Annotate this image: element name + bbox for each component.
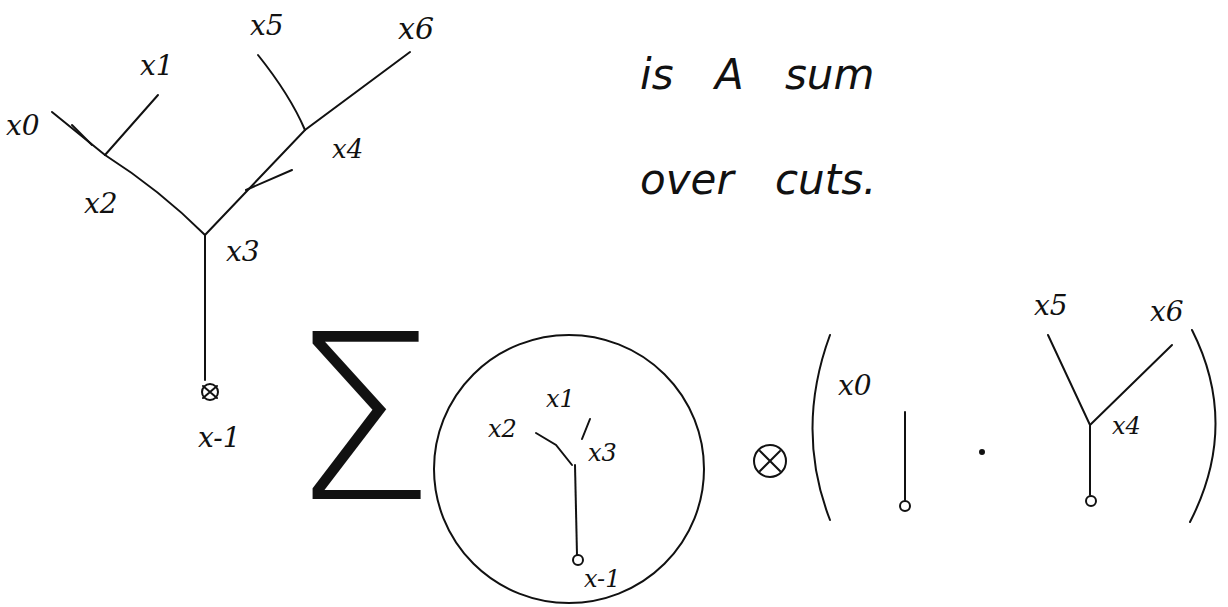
cut-circle: x1 x2 x3 x-1 xyxy=(432,333,706,605)
variable-label: x0 xyxy=(6,112,40,140)
cut-mark xyxy=(246,170,292,190)
variable-label: x3 xyxy=(588,441,617,465)
branch-line xyxy=(52,112,105,155)
variable-label: x1 xyxy=(140,52,174,80)
tensor-symbol xyxy=(760,451,780,471)
branch-line xyxy=(258,55,305,130)
variable-label: x0 xyxy=(838,372,872,400)
parenthesis xyxy=(1190,330,1216,522)
root-dot xyxy=(1086,496,1096,506)
branch-line xyxy=(904,412,906,500)
root-dot xyxy=(203,386,217,398)
variable-label: x-1 xyxy=(198,424,241,452)
branch-line xyxy=(105,95,158,155)
variable-label: x1 xyxy=(546,387,575,411)
branch-line xyxy=(1090,345,1172,425)
variable-label: x2 xyxy=(488,417,517,441)
variable-label: x4 xyxy=(1112,414,1141,438)
root-line xyxy=(204,235,206,380)
tensor-symbol xyxy=(754,445,786,477)
sum-symbol: Σ xyxy=(290,305,435,535)
cut-mark xyxy=(72,125,92,145)
variable-label: x5 xyxy=(250,12,284,40)
variable-label: x3 xyxy=(226,238,260,266)
branch-line xyxy=(105,155,205,235)
circle-outline xyxy=(432,333,706,605)
variable-label: x2 xyxy=(84,190,118,218)
root-dot xyxy=(202,384,218,400)
branch-line xyxy=(205,52,410,235)
parenthesis xyxy=(813,335,831,520)
branch-line xyxy=(1048,335,1090,425)
variable-label: x6 xyxy=(398,14,434,44)
root-dot xyxy=(573,555,583,565)
variable-label: x4 xyxy=(332,136,363,162)
branch-line xyxy=(582,419,590,439)
root-dot xyxy=(900,501,910,511)
variable-label: x6 xyxy=(1150,298,1184,326)
branch-line xyxy=(1089,425,1091,495)
branch-line xyxy=(575,465,577,555)
circle-outline xyxy=(434,335,704,603)
branch-line xyxy=(536,433,572,465)
variable-label: x-1 xyxy=(584,567,621,591)
separator-dot xyxy=(980,450,984,454)
note-text: is A sum over cuts. xyxy=(640,22,930,232)
variable-label: x5 xyxy=(1034,292,1068,320)
